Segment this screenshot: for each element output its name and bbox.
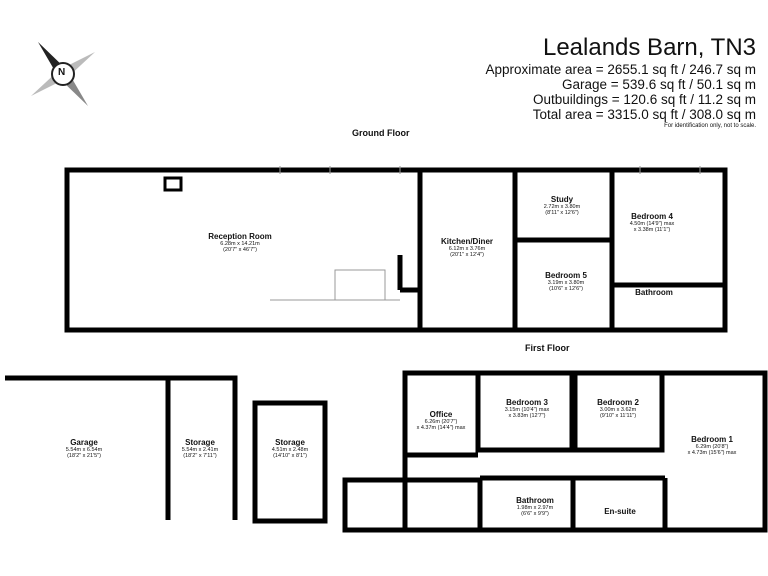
compass-north-icon [31,42,95,106]
room-name: Storage [185,438,215,447]
room-dimensions: 6.29m (20'8") [695,444,729,450]
room-dimensions: 3.19m x 3.80m [547,280,585,286]
room-name: Bathroom [635,288,673,297]
room-dimensions: 3.15m (10'4") max [504,407,550,413]
room-name: Reception Room [208,232,272,241]
room-dimensions: (20'7" x 46'7") [223,247,257,253]
room-dimensions: (8'11" x 12'6") [545,210,579,216]
room-dimensions: 4.51m x 2.48m [271,447,309,453]
room-name: Office [429,410,453,419]
room-name: Bedroom 2 [597,398,639,407]
room-name: Garage [70,438,98,447]
room-label: Bathroom [635,288,673,297]
room-dimensions: (18'2" x 21'5") [67,453,101,459]
property-header: Lealands Barn, TN3 Approximate area = 26… [485,34,756,129]
room-dimensions: 1.98m x 2.97m [516,505,554,511]
room-name: Storage [275,438,305,447]
room-name: Bedroom 4 [631,212,673,221]
room-dimensions: x 4.37m (14'4") max [416,425,466,431]
room-dimensions: 3.00m x 3.62m [599,407,637,413]
room-dimensions: (10'6" x 12'6") [549,286,583,292]
room-dimensions: 4.50m (14'9") max [629,221,675,227]
room-dimensions: 6.28m x 14.21m [220,241,260,247]
outbuildings-walls [5,375,328,524]
room-dimensions: (14'10" x 8'1") [273,453,307,459]
garage-area: Garage = 539.6 sq ft / 50.1 sq m [562,77,756,92]
room-dimensions: (18'2" x 7'11") [183,453,217,459]
room-dimensions: (9'10" x 11'11") [599,413,637,419]
room-dimensions: x 3.38m (11'1") [633,227,671,233]
disclaimer: For identification only, not to scale. [664,123,756,129]
compass-label: N [58,67,66,78]
room-dimensions: 6.12m x 3.76m [448,246,486,252]
first-floor-walls [342,370,768,533]
room-dimensions: (20'1" x 12'4") [450,252,484,258]
room-dimensions: 5.54m x 6.54m [65,447,103,453]
ground-floor-label: Ground Floor [352,128,410,138]
room-name: Bedroom 5 [545,271,587,280]
approximate-area: Approximate area = 2655.1 sq ft / 246.7 … [485,62,756,77]
total-area: Total area = 3315.0 sq ft / 308.0 sq m [532,107,756,122]
room-dimensions: 6.26m (20'7") [424,419,458,425]
room-dimensions: 2.72m x 3.80m [543,204,581,210]
room-name: Kitchen/Diner [440,237,494,246]
ground-floor-walls [64,167,728,333]
outbuildings-area: Outbuildings = 120.6 sq ft / 11.2 sq m [532,92,756,107]
property-title: Lealands Barn, TN3 [542,34,756,61]
room-label: En-suite [604,507,636,516]
room-dimensions: (6'6" x 9'9") [521,511,549,517]
first-floor-label: First Floor [525,343,570,353]
room-name: Bedroom 1 [691,435,733,444]
room-name: Bedroom 3 [506,398,548,407]
room-name: Bathroom [516,496,554,505]
room-name: En-suite [604,507,636,516]
room-name: Study [550,195,574,204]
room-dimensions: x 4.73m (15'6") max [687,450,737,456]
room-dimensions: x 3.83m (12'7") [508,413,546,419]
room-dimensions: 5.54m x 2.41m [181,447,219,453]
